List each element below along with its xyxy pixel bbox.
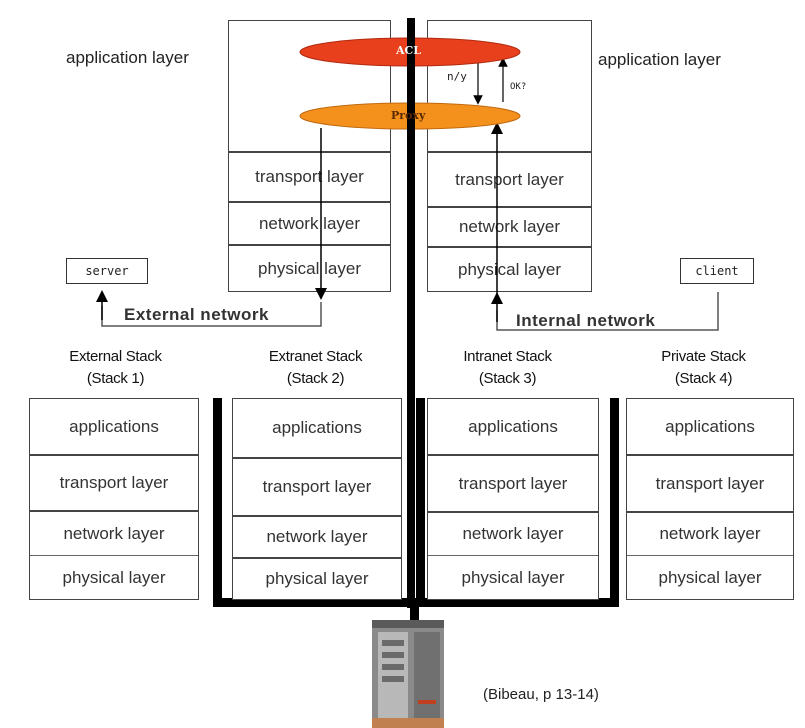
stack-4-network-layer: network layer [627, 511, 793, 555]
central-spine [407, 18, 415, 608]
stack-2-title: Extranet Stack (Stack 2) [238, 346, 393, 390]
upper-right-transport-layer: transport layer [428, 151, 591, 206]
upper-left-stack: transport layer network layer physical l… [228, 20, 391, 292]
client-tag: client [680, 258, 754, 284]
stack-4: applications transport layer network lay… [626, 398, 794, 600]
internal-network-label: Internal network [516, 311, 656, 330]
stack-1-title-line1: External Stack [69, 348, 162, 365]
stack-1-title: External Stack (Stack 1) [38, 346, 193, 390]
stack-3-network-layer: network layer [428, 511, 598, 555]
proxy-label: Proxy [391, 109, 426, 122]
stack-3-applications: applications [468, 416, 558, 436]
stack-2: applications transport layer network lay… [232, 398, 402, 600]
stack-2-physical-layer: physical layer [233, 557, 401, 599]
external-network-bracket [101, 302, 322, 327]
internal-network-bracket [496, 292, 719, 331]
stack-3: applications transport layer network lay… [427, 398, 599, 600]
stack-4-title-line1: Private Stack [661, 348, 746, 365]
upper-left-network-layer: network layer [229, 201, 390, 244]
stack-3-title-line1: Intranet Stack [463, 348, 552, 365]
stack-1-network-layer: network layer [30, 510, 198, 555]
stack-2-title-line2: (Stack 2) [286, 370, 345, 387]
stack-3-transport-layer: transport layer [428, 454, 598, 511]
bottom-bus [213, 598, 618, 607]
upper-left-transport-layer: transport layer [229, 151, 390, 201]
bus-post-4 [610, 398, 619, 607]
bus-post-1 [213, 398, 222, 607]
server-tower-image [372, 620, 444, 728]
acl-label: ACL [396, 44, 422, 57]
citation: (Bibeau, p 13-14) [483, 686, 599, 703]
right-application-layer-label: application layer [598, 50, 721, 69]
stack-4-physical-layer: physical layer [627, 555, 793, 599]
upper-left-physical-layer: physical layer [229, 244, 390, 291]
stack-4-title: Private Stack (Stack 4) [626, 346, 781, 390]
stack-3-title: Intranet Stack (Stack 3) [430, 346, 585, 390]
stack-1-applications: applications [69, 416, 159, 436]
stack-2-title-line1: Extranet Stack [268, 348, 363, 365]
left-application-layer-label: application layer [66, 48, 189, 67]
stack-1-physical-layer: physical layer [30, 555, 198, 599]
stack-1-transport-layer: transport layer [30, 454, 198, 510]
stack-1: applications transport layer network lay… [29, 398, 199, 600]
request-label: n/y [447, 70, 467, 83]
stack-2-transport-layer: transport layer [233, 457, 401, 515]
stack-3-physical-layer: physical layer [428, 555, 598, 599]
ok-label: OK? [510, 82, 527, 92]
upper-right-network-layer: network layer [428, 206, 591, 246]
stack-2-applications: applications [272, 418, 362, 437]
stack-2-network-layer: network layer [233, 515, 401, 557]
stack-4-transport-layer: transport layer [627, 454, 793, 511]
stack-1-title-line2: (Stack 1) [86, 370, 145, 387]
stack-4-applications: applications [665, 416, 755, 436]
stack-3-title-line2: (Stack 3) [478, 370, 537, 387]
external-network-label: External network [124, 305, 269, 324]
bus-post-3 [416, 398, 425, 607]
upper-right-physical-layer: physical layer [428, 246, 591, 291]
server-tag: server [66, 258, 148, 284]
server-post [410, 607, 419, 625]
stack-4-title-line2: (Stack 4) [674, 370, 733, 387]
